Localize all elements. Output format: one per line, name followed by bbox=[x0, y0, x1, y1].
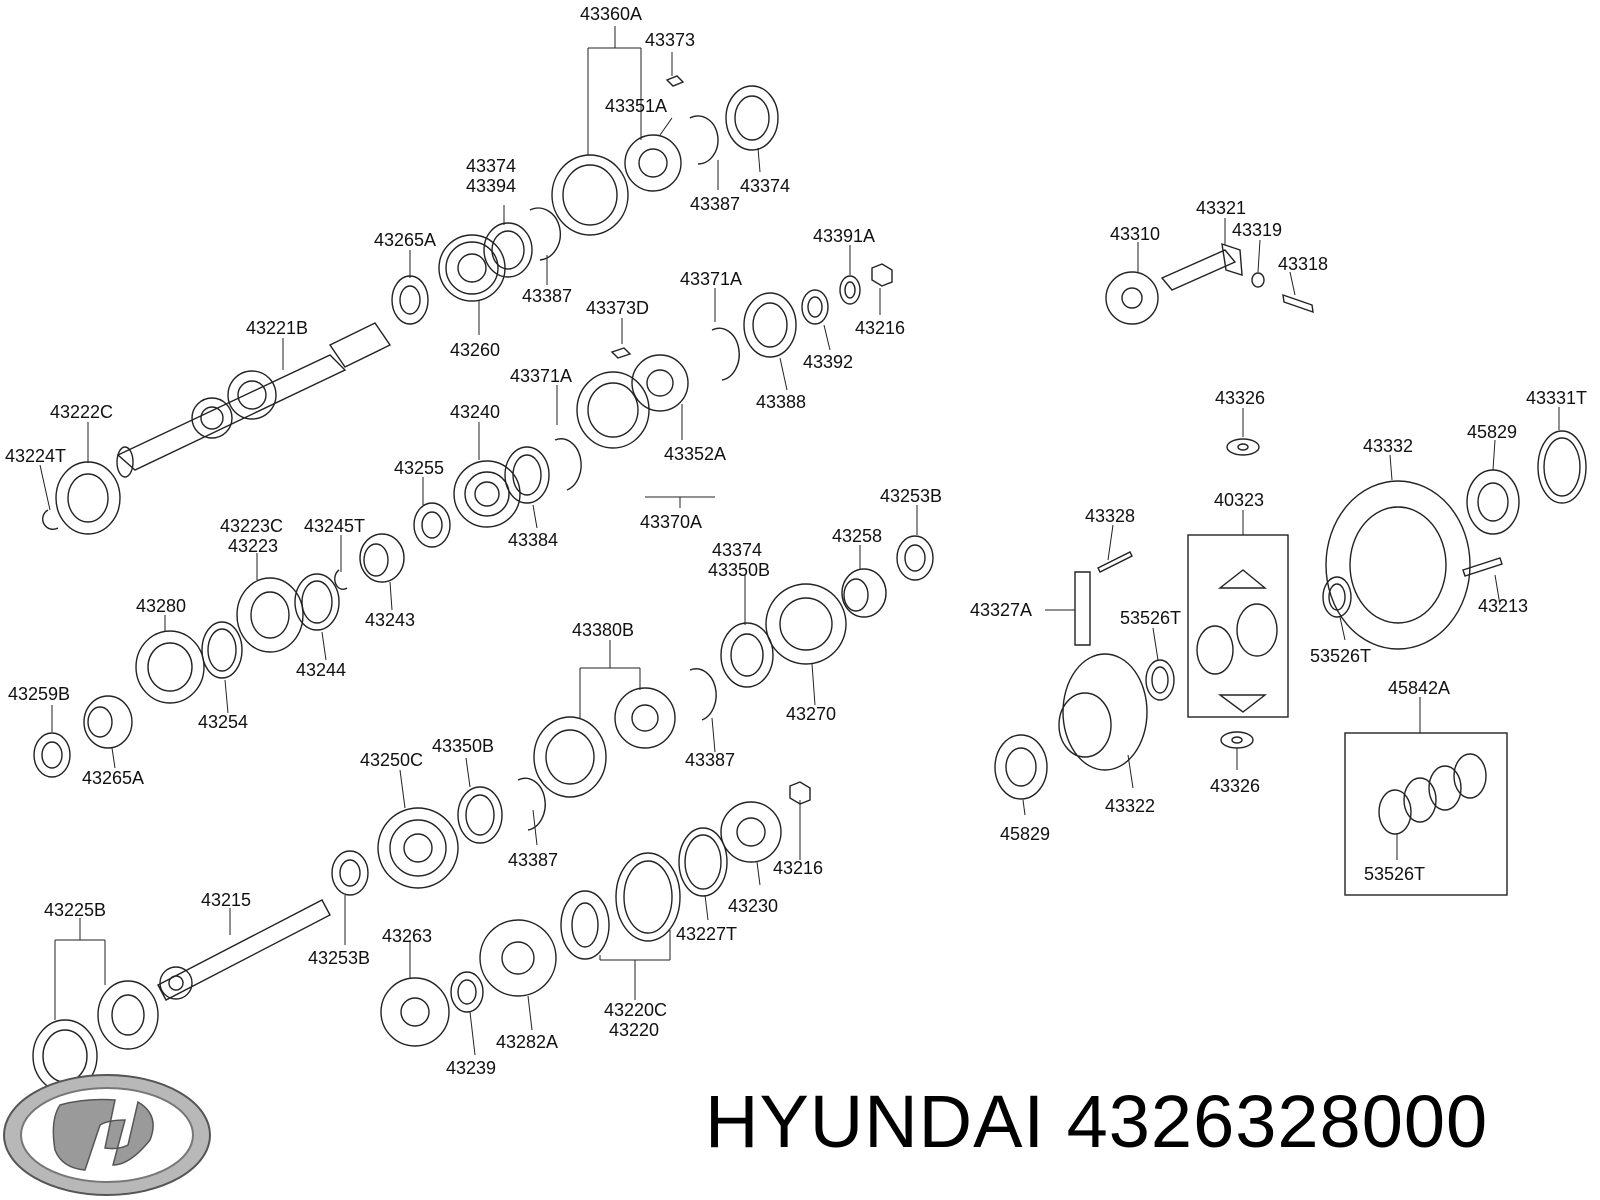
callout-label: 43388 bbox=[756, 392, 806, 412]
callout-label: 43360A bbox=[580, 4, 642, 24]
callout-label: 43387 bbox=[522, 286, 572, 306]
lower-shaft-assembly bbox=[32, 535, 934, 1093]
callout-label: 43327A bbox=[970, 600, 1032, 620]
callout-label: 43370A bbox=[640, 512, 702, 532]
callout-label: 43223C bbox=[220, 516, 283, 536]
callout-label: 43215 bbox=[201, 890, 251, 910]
callout-label: 43374 bbox=[712, 540, 762, 560]
callout-label: 43350B bbox=[708, 560, 770, 580]
callout-label: 43326 bbox=[1210, 776, 1260, 796]
callout-label: 43319 bbox=[1232, 220, 1282, 240]
callout-label: 43371A bbox=[680, 269, 742, 289]
callout-label: 43373D bbox=[586, 298, 649, 318]
callout-label: 43265A bbox=[374, 230, 436, 250]
upper-shaft-assembly bbox=[42, 75, 779, 535]
callout-label: 43270 bbox=[786, 704, 836, 724]
callout-label: 43371A bbox=[510, 366, 572, 386]
callout-label: 43243 bbox=[365, 610, 415, 630]
callout-label: 43331T bbox=[1526, 388, 1587, 408]
callout-label: 43326 bbox=[1215, 388, 1265, 408]
callout-label: 43351A bbox=[605, 96, 667, 116]
callout-label: 43332 bbox=[1363, 436, 1413, 456]
callout-label: 43221B bbox=[246, 318, 308, 338]
callout-label: 43263 bbox=[382, 926, 432, 946]
callout-label: 43220 bbox=[609, 1020, 659, 1040]
callout-label: 43387 bbox=[508, 850, 558, 870]
callout-label: 43259B bbox=[8, 684, 70, 704]
differential-assembly bbox=[994, 242, 1587, 896]
callout-labels: 43360A 43373 43351A 43374 43374 43394 43… bbox=[5, 4, 1587, 1078]
callout-label: 43321 bbox=[1196, 198, 1246, 218]
callout-label: 53526T bbox=[1120, 608, 1181, 628]
callout-label: 43328 bbox=[1085, 506, 1135, 526]
callout-label: 43387 bbox=[685, 750, 735, 770]
callout-label: 43350B bbox=[432, 736, 494, 756]
callout-label: 43391A bbox=[813, 226, 875, 246]
callout-label: 43253B bbox=[308, 948, 370, 968]
callout-label: 43352A bbox=[664, 444, 726, 464]
callout-label: 45842A bbox=[1388, 678, 1450, 698]
callout-label: 43223 bbox=[228, 536, 278, 556]
callout-label: 53526T bbox=[1364, 864, 1425, 884]
callout-label: 43239 bbox=[446, 1058, 496, 1078]
callout-label: 43392 bbox=[803, 352, 853, 372]
middle-shaft-assembly bbox=[33, 263, 893, 778]
callout-label: 43255 bbox=[394, 458, 444, 478]
callout-label: 43222C bbox=[50, 402, 113, 422]
callout-label: 43230 bbox=[728, 896, 778, 916]
callout-label: 43216 bbox=[855, 318, 905, 338]
callout-label: 43282A bbox=[496, 1032, 558, 1052]
callout-label: 43224T bbox=[5, 446, 66, 466]
callout-label: 43310 bbox=[1110, 224, 1160, 244]
callout-label: 40323 bbox=[1214, 490, 1264, 510]
callout-label: 45829 bbox=[1000, 824, 1050, 844]
brand-part-label: HYUNDAI 4326328000 bbox=[705, 1085, 1488, 1159]
callout-label: 43322 bbox=[1105, 796, 1155, 816]
callout-label: 43280 bbox=[136, 596, 186, 616]
callout-label: 43225B bbox=[44, 900, 106, 920]
part-number: 4326328000 bbox=[1066, 1080, 1489, 1163]
callout-label: 43216 bbox=[773, 858, 823, 878]
callout-label: 43387 bbox=[690, 194, 740, 214]
callout-label: 43318 bbox=[1278, 254, 1328, 274]
callout-label: 43213 bbox=[1478, 596, 1528, 616]
callout-label: 43260 bbox=[450, 340, 500, 360]
callout-label: 43254 bbox=[198, 712, 248, 732]
callout-label: 43384 bbox=[508, 530, 558, 550]
leader-lines bbox=[39, 26, 1560, 1056]
callout-label: 53526T bbox=[1310, 646, 1371, 666]
hyundai-logo bbox=[3, 1074, 211, 1196]
callout-label: 43374 bbox=[740, 176, 790, 196]
callout-label: 43265A bbox=[82, 768, 144, 788]
callout-label: 43394 bbox=[466, 176, 516, 196]
callout-label: 43227T bbox=[676, 924, 737, 944]
callout-label: 43220C bbox=[604, 1000, 667, 1020]
callout-label: 43245T bbox=[304, 516, 365, 536]
brand-name: HYUNDAI bbox=[705, 1080, 1046, 1163]
callout-label: 43240 bbox=[450, 402, 500, 422]
callout-label: 43253B bbox=[880, 486, 942, 506]
callout-label: 43373 bbox=[645, 30, 695, 50]
callout-label: 43380B bbox=[572, 620, 634, 640]
callout-label: 43250C bbox=[360, 750, 423, 770]
callout-label: 45829 bbox=[1467, 422, 1517, 442]
callout-label: 43258 bbox=[832, 526, 882, 546]
callout-label: 43374 bbox=[466, 156, 516, 176]
callout-label: 43244 bbox=[296, 660, 346, 680]
